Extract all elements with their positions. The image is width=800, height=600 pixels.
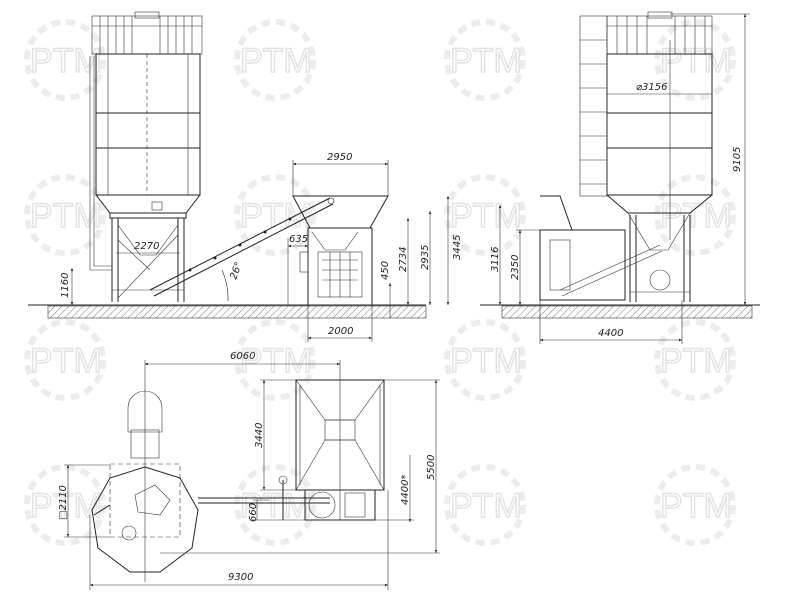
watermark-gear-icon — [444, 19, 526, 101]
watermark-logo: PTM — [30, 197, 102, 235]
dim-635: 635 — [289, 234, 308, 245]
watermark-logo: PTM — [30, 342, 102, 380]
dim-5500: 5500 — [426, 455, 437, 480]
dim-2935: 2935 — [420, 245, 431, 270]
watermark-logo: PTM — [450, 342, 522, 380]
watermark-logo: PTM — [660, 197, 732, 235]
watermark-layer: PTM PTM PTM PTM PTM PTM PTM PTM PTM PTM PTM PTM PTM P… — [24, 19, 736, 546]
silo-side — [579, 11, 713, 302]
watermark-gear-icon — [444, 464, 526, 546]
dim-3440: 3440 — [254, 423, 265, 448]
watermark-logo: PTM — [660, 487, 732, 525]
conveyor-plan — [198, 475, 330, 520]
dim-2000: 2000 — [328, 326, 353, 337]
watermark-gear-icon — [654, 174, 736, 256]
watermark-logo: PTM — [450, 487, 522, 525]
side-dimensions: ⌀3156 9105 3116 2350 4400 — [490, 13, 750, 344]
watermark-logo: PTM — [30, 42, 102, 80]
watermark-gear-icon — [654, 464, 736, 546]
dim-9105: 9105 — [732, 147, 743, 172]
dim-2270: 2270 — [134, 241, 159, 252]
watermark-gear-icon — [234, 19, 316, 101]
watermark-logo: PTM — [240, 342, 312, 380]
dim-4400: 4400 — [598, 328, 623, 339]
watermark-logo: PTM — [240, 487, 312, 525]
dim-450: 450 — [380, 261, 391, 280]
watermark-logo: PTM — [240, 42, 312, 80]
dim-2734: 2734 — [398, 247, 409, 272]
watermark-gear-icon — [444, 319, 526, 401]
watermark-gear-icon — [24, 19, 106, 101]
dim-3445: 3445 — [452, 235, 463, 260]
plan-dimensions: 6060 3440 5500 4400* □2110 660 9300 — [58, 351, 440, 590]
ground-hatch — [47, 305, 427, 319]
silo-front — [89, 11, 203, 302]
dim-660: 660 — [248, 503, 259, 522]
silo-plan — [91, 360, 199, 582]
watermark-gear-icon — [444, 174, 526, 256]
side-view: ⌀3156 9105 3116 2350 4400 — [480, 11, 760, 344]
watermark-logo: PTM — [450, 197, 522, 235]
mixer-front — [287, 195, 389, 306]
dim-diameter-3156: ⌀3156 — [636, 82, 667, 93]
mixer-side — [539, 195, 671, 301]
dim-9300: 9300 — [228, 572, 253, 583]
watermark-gear-icon — [654, 319, 736, 401]
screw-conveyor — [149, 197, 335, 302]
dim-angle-26: 26° — [228, 261, 244, 281]
watermark-logo: PTM — [240, 197, 312, 235]
dim-1160: 1160 — [60, 273, 71, 298]
dim-2350: 2350 — [510, 255, 521, 280]
watermark-gear-icon — [234, 464, 316, 546]
dim-6060: 6060 — [230, 351, 255, 362]
watermark-gear-icon — [654, 19, 736, 101]
dim-2950: 2950 — [327, 152, 352, 163]
watermark-gear-icon — [24, 174, 106, 256]
dim-3116: 3116 — [490, 247, 501, 272]
dim-4400-star: 4400* — [400, 475, 411, 505]
plan-view: 6060 3440 5500 4400* □2110 660 9300 — [58, 351, 440, 590]
watermark-gear-icon — [234, 174, 316, 256]
watermark-gear-icon — [234, 319, 316, 401]
watermark-logo: PTM — [450, 42, 522, 80]
watermark-gear-icon — [24, 319, 106, 401]
watermark-logo: PTM — [660, 342, 732, 380]
watermark-gear-icon — [24, 464, 106, 546]
dim-2110: □2110 — [58, 485, 69, 520]
watermark-logo: PTM — [660, 42, 732, 80]
